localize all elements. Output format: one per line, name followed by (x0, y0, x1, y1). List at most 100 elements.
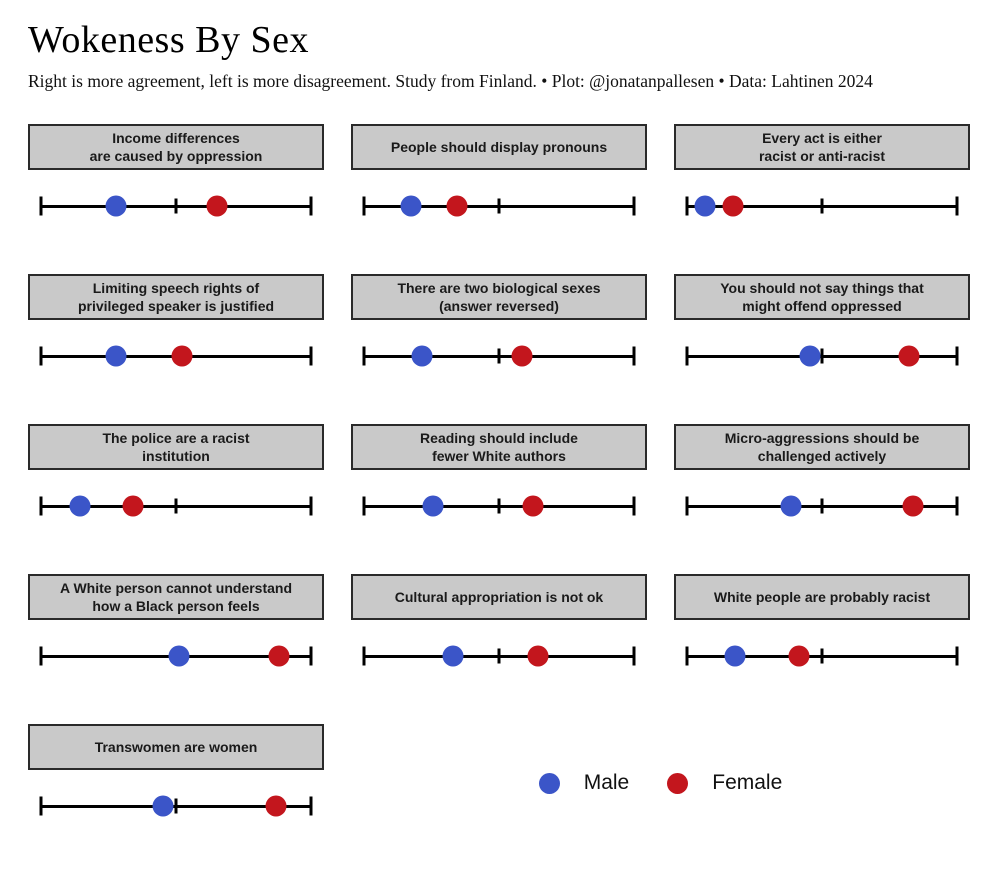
axis-tick-left (362, 496, 366, 516)
male-dot (105, 195, 127, 217)
axis-tick-right (632, 196, 636, 216)
dot-plot (351, 620, 647, 692)
male-dot (168, 645, 190, 667)
axis-tick-left (362, 646, 366, 666)
statement-title: Limiting speech rights of privileged spe… (77, 279, 275, 314)
statement-header: The police are a racist institution (28, 424, 324, 470)
statement-panel: Income differences are caused by oppress… (28, 124, 324, 274)
female-dot (902, 495, 924, 517)
male-dot (694, 195, 716, 217)
statement-title: A White person cannot understand how a B… (59, 579, 293, 614)
male-dot (411, 345, 433, 367)
dot-plot (674, 470, 970, 542)
panel-grid: Income differences are caused by oppress… (28, 124, 970, 874)
male-dot (69, 495, 91, 517)
chart-header: Wokeness By Sex Right is more agreement,… (0, 0, 987, 92)
axis-tick-left (362, 196, 366, 216)
axis-tick-right (632, 496, 636, 516)
axis-tick-left (685, 346, 689, 366)
dot-plot (351, 170, 647, 242)
axis-tick-right (309, 196, 313, 216)
axis-tick-center (820, 348, 824, 364)
male-dot (442, 645, 464, 667)
statement-header: People should display pronouns (351, 124, 647, 170)
axis-tick-right (309, 796, 313, 816)
dot-plot (674, 320, 970, 392)
dot-plot (28, 320, 324, 392)
statement-panel: You should not say things that might off… (674, 274, 970, 424)
statement-title: People should display pronouns (390, 138, 608, 155)
statement-title: Cultural appropriation is not ok (394, 588, 604, 605)
axis-tick-center (820, 498, 824, 514)
axis-tick-left (39, 496, 43, 516)
dot-plot (28, 170, 324, 242)
statement-title: Every act is either racist or anti-racis… (758, 129, 886, 164)
axis-tick-right (309, 496, 313, 516)
statement-header: You should not say things that might off… (674, 274, 970, 320)
statement-header: There are two biological sexes (answer r… (351, 274, 647, 320)
axis (362, 620, 636, 692)
axis-tick-center (820, 198, 824, 214)
axis (362, 470, 636, 542)
female-dot (527, 645, 549, 667)
dot-plot (28, 770, 324, 842)
statement-header: Reading should include fewer White autho… (351, 424, 647, 470)
statement-header: Income differences are caused by oppress… (28, 124, 324, 170)
male-dot (799, 345, 821, 367)
statement-title: Income differences are caused by oppress… (89, 129, 263, 164)
statement-header: Limiting speech rights of privileged spe… (28, 274, 324, 320)
axis-tick-left (39, 796, 43, 816)
axis-tick-right (632, 346, 636, 366)
axis (685, 470, 959, 542)
male-dot (152, 795, 174, 817)
statement-panel: Reading should include fewer White autho… (351, 424, 647, 574)
female-dot (171, 345, 193, 367)
axis-tick-center (497, 198, 501, 214)
axis (39, 320, 313, 392)
statement-panel: Limiting speech rights of privileged spe… (28, 274, 324, 424)
male-dot (724, 645, 746, 667)
statement-header: Cultural appropriation is not ok (351, 574, 647, 620)
dot-plot (351, 320, 647, 392)
female-dot (446, 195, 468, 217)
axis (362, 320, 636, 392)
statement-panel: People should display pronouns (351, 124, 647, 274)
axis-tick-left (685, 196, 689, 216)
axis-tick-left (39, 646, 43, 666)
legend-entry-male: Male (538, 771, 629, 795)
statement-title: Transwomen are women (94, 738, 258, 755)
axis-tick-center (497, 348, 501, 364)
statement-title: Reading should include fewer White autho… (420, 429, 578, 464)
female-dot (522, 495, 544, 517)
dot-plot (351, 470, 647, 542)
male-dot-icon (538, 772, 560, 794)
axis (685, 170, 959, 242)
statement-title: White people are probably racist (713, 588, 931, 605)
female-dot (122, 495, 144, 517)
statement-panel: Every act is either racist or anti-racis… (674, 124, 970, 274)
female-dot (722, 195, 744, 217)
legend: Male Female (351, 768, 970, 798)
male-dot (105, 345, 127, 367)
male-dot (422, 495, 444, 517)
statement-panel: White people are probably racist (674, 574, 970, 724)
legend-label-female: Female (712, 771, 783, 794)
axis-tick-left (39, 346, 43, 366)
axis-tick-center (174, 498, 178, 514)
axis-tick-center (174, 798, 178, 814)
axis (39, 620, 313, 692)
dot-plot (28, 470, 324, 542)
female-dot (265, 795, 287, 817)
statement-title: Micro-aggressions should be challenged a… (724, 429, 920, 464)
axis-tick-left (685, 646, 689, 666)
statement-header: Transwomen are women (28, 724, 324, 770)
male-dot (780, 495, 802, 517)
dot-plot (674, 170, 970, 242)
statement-header: White people are probably racist (674, 574, 970, 620)
axis-tick-left (362, 346, 366, 366)
axis-tick-center (497, 648, 501, 664)
axis-tick-center (174, 198, 178, 214)
female-dot (511, 345, 533, 367)
axis-tick-right (955, 346, 959, 366)
axis (39, 770, 313, 842)
